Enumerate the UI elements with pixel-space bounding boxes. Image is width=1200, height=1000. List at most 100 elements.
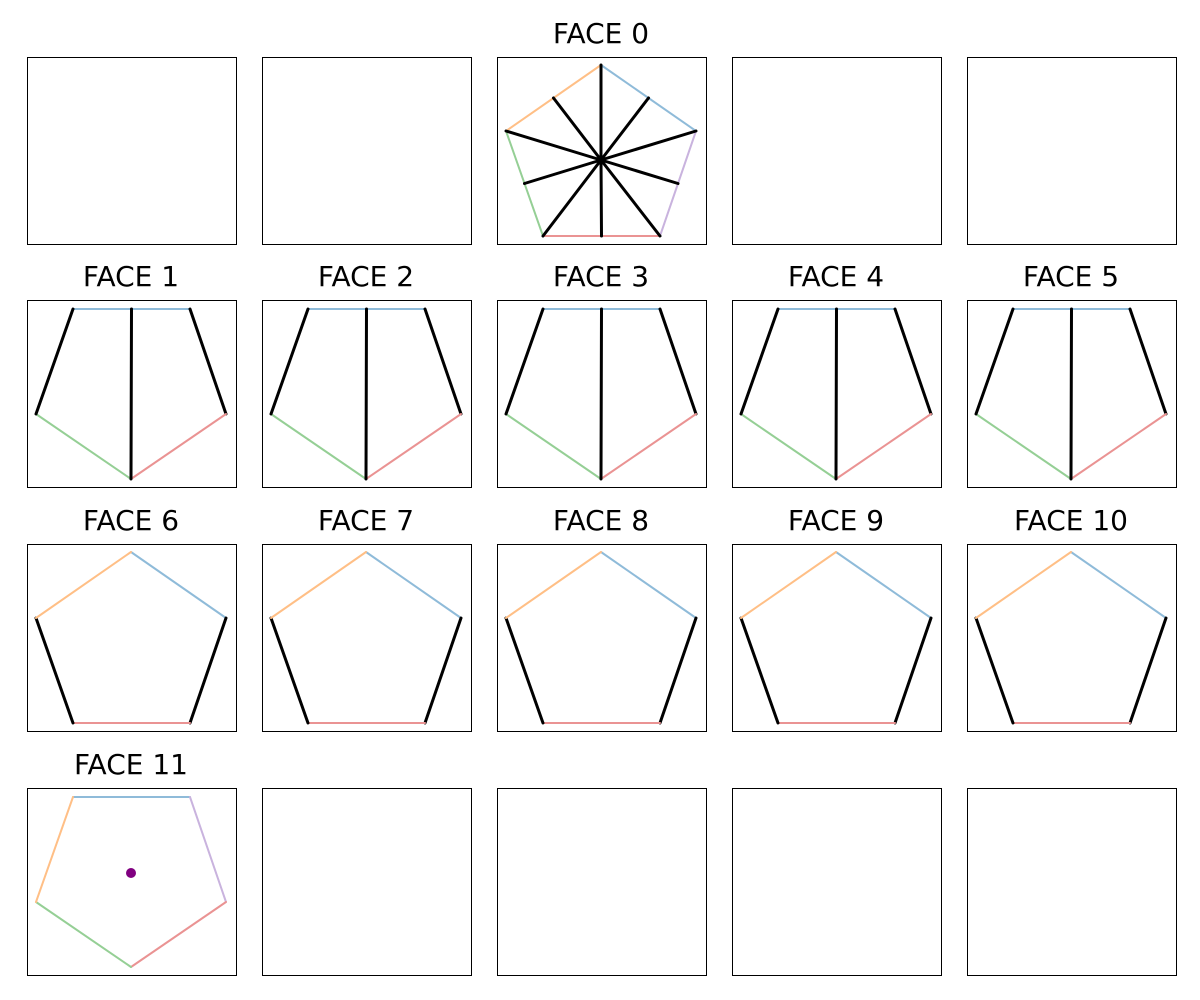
pentagon-edge-black — [974, 616, 1015, 725]
pentagon-edge-black — [893, 616, 933, 725]
face-panel-face-2 — [262, 300, 472, 488]
face-drawing — [733, 58, 941, 244]
pentagon-edge-green — [35, 901, 132, 968]
face-drawing — [504, 551, 698, 725]
face-panel-face-6 — [27, 544, 237, 732]
spoke-line — [599, 158, 603, 238]
spoke-line — [129, 307, 133, 481]
empty-panel — [967, 788, 1177, 976]
spoke-line — [552, 96, 603, 162]
pentagon-edge-black — [739, 616, 780, 725]
face-panel-face-1 — [27, 300, 237, 488]
face-panel-face-8 — [497, 544, 707, 732]
face-drawing — [34, 307, 228, 481]
panel-title: FACE 3 — [552, 260, 650, 293]
face-drawing — [498, 789, 706, 975]
panel-title: FACE 2 — [317, 260, 415, 293]
pentagon-edge-orange — [35, 796, 74, 903]
pentagon-edge-green — [35, 413, 132, 480]
pentagon-edge-black — [269, 307, 310, 416]
pentagon-edge-black — [658, 307, 698, 416]
panel-title: FACE 6 — [82, 504, 180, 537]
pentagon-edge-orange — [975, 551, 1072, 619]
pentagon-edge-orange — [740, 551, 837, 619]
face-panel-face-5 — [967, 300, 1177, 488]
center-dot — [126, 868, 136, 878]
pentagon-edge-blue — [1070, 551, 1167, 619]
pentagon-edge-black — [269, 616, 310, 725]
panel-title: FACE 7 — [317, 504, 415, 537]
face-panel-face-3 — [497, 300, 707, 488]
pentagon-edge-black — [504, 307, 545, 416]
pentagon-edge-red — [835, 413, 932, 480]
panel-title: FACE 9 — [787, 504, 885, 537]
face-drawing — [733, 789, 941, 975]
face-drawing — [269, 551, 463, 725]
empty-panel — [262, 57, 472, 245]
pentagon-edge-green — [270, 413, 367, 480]
face-panel-face-10 — [967, 544, 1177, 732]
panel-title: FACE 11 — [74, 748, 188, 781]
panel-title: FACE 0 — [552, 17, 650, 50]
pentagon-edge-black — [1128, 307, 1168, 416]
pentagon-edge-black — [974, 307, 1015, 416]
face-drawing — [504, 307, 698, 481]
face-panel-face-9 — [732, 544, 942, 732]
pentagon-edge-blue — [835, 551, 932, 619]
face-panel-face-7 — [262, 544, 472, 732]
pentagon-edge-red — [130, 413, 227, 480]
pentagon-edge-red — [600, 413, 697, 480]
panel-title: FACE 1 — [82, 260, 180, 293]
pentagon-edge-black — [739, 307, 780, 416]
pentagon-edge-green — [505, 413, 602, 480]
pentagon-edge-black — [504, 616, 545, 725]
face-drawing — [739, 307, 933, 481]
pentagon-edge-orange — [270, 551, 367, 619]
pentagon-edge-red — [365, 413, 462, 480]
empty-panel — [27, 57, 237, 245]
face-panel-face-0 — [497, 57, 707, 245]
pentagon-edge-black — [188, 616, 228, 725]
face-drawing — [974, 307, 1168, 481]
face-drawing — [269, 307, 463, 481]
face-panel-face-4 — [732, 300, 942, 488]
face-drawing — [739, 551, 933, 725]
panel-title: FACE 8 — [552, 504, 650, 537]
spoke-line — [1069, 307, 1073, 481]
empty-panel — [497, 788, 707, 976]
spoke-line — [834, 307, 838, 481]
empty-panel — [732, 788, 942, 976]
face-drawing — [28, 58, 236, 244]
face-panel-face-11 — [27, 788, 237, 976]
pentagon-edge-black — [34, 616, 75, 725]
face-drawing — [974, 551, 1168, 725]
spoke-line — [599, 129, 698, 162]
spoke-line — [599, 158, 680, 185]
pentagon-edge-black — [423, 307, 463, 416]
spoke-line — [504, 129, 603, 162]
spoke-line — [541, 158, 603, 238]
empty-panel — [732, 57, 942, 245]
pentagon-edge-blue — [130, 551, 227, 619]
panel-title: FACE 4 — [787, 260, 885, 293]
pentagon-edge-black — [1128, 616, 1168, 725]
face-drawing — [263, 789, 471, 975]
face-drawing — [35, 796, 227, 968]
spoke-line — [599, 96, 650, 162]
pentagon-edge-red — [130, 901, 227, 968]
pentagon-edge-orange — [505, 551, 602, 619]
face-drawing — [263, 58, 471, 244]
face-drawing — [968, 58, 1176, 244]
spoke-line — [599, 158, 662, 238]
spoke-line — [364, 307, 368, 481]
empty-panel — [967, 57, 1177, 245]
pentagon-edge-blue — [365, 551, 462, 619]
pentagon-edge-red — [1070, 413, 1167, 480]
pentagon-edge-purple — [189, 796, 227, 903]
pentagon-edge-orange — [35, 551, 132, 619]
pentagon-edge-black — [34, 307, 75, 416]
panel-title: FACE 10 — [1014, 504, 1128, 537]
panel-title: FACE 5 — [1022, 260, 1120, 293]
spoke-line — [599, 307, 603, 481]
pentagon-edge-black — [893, 307, 933, 416]
